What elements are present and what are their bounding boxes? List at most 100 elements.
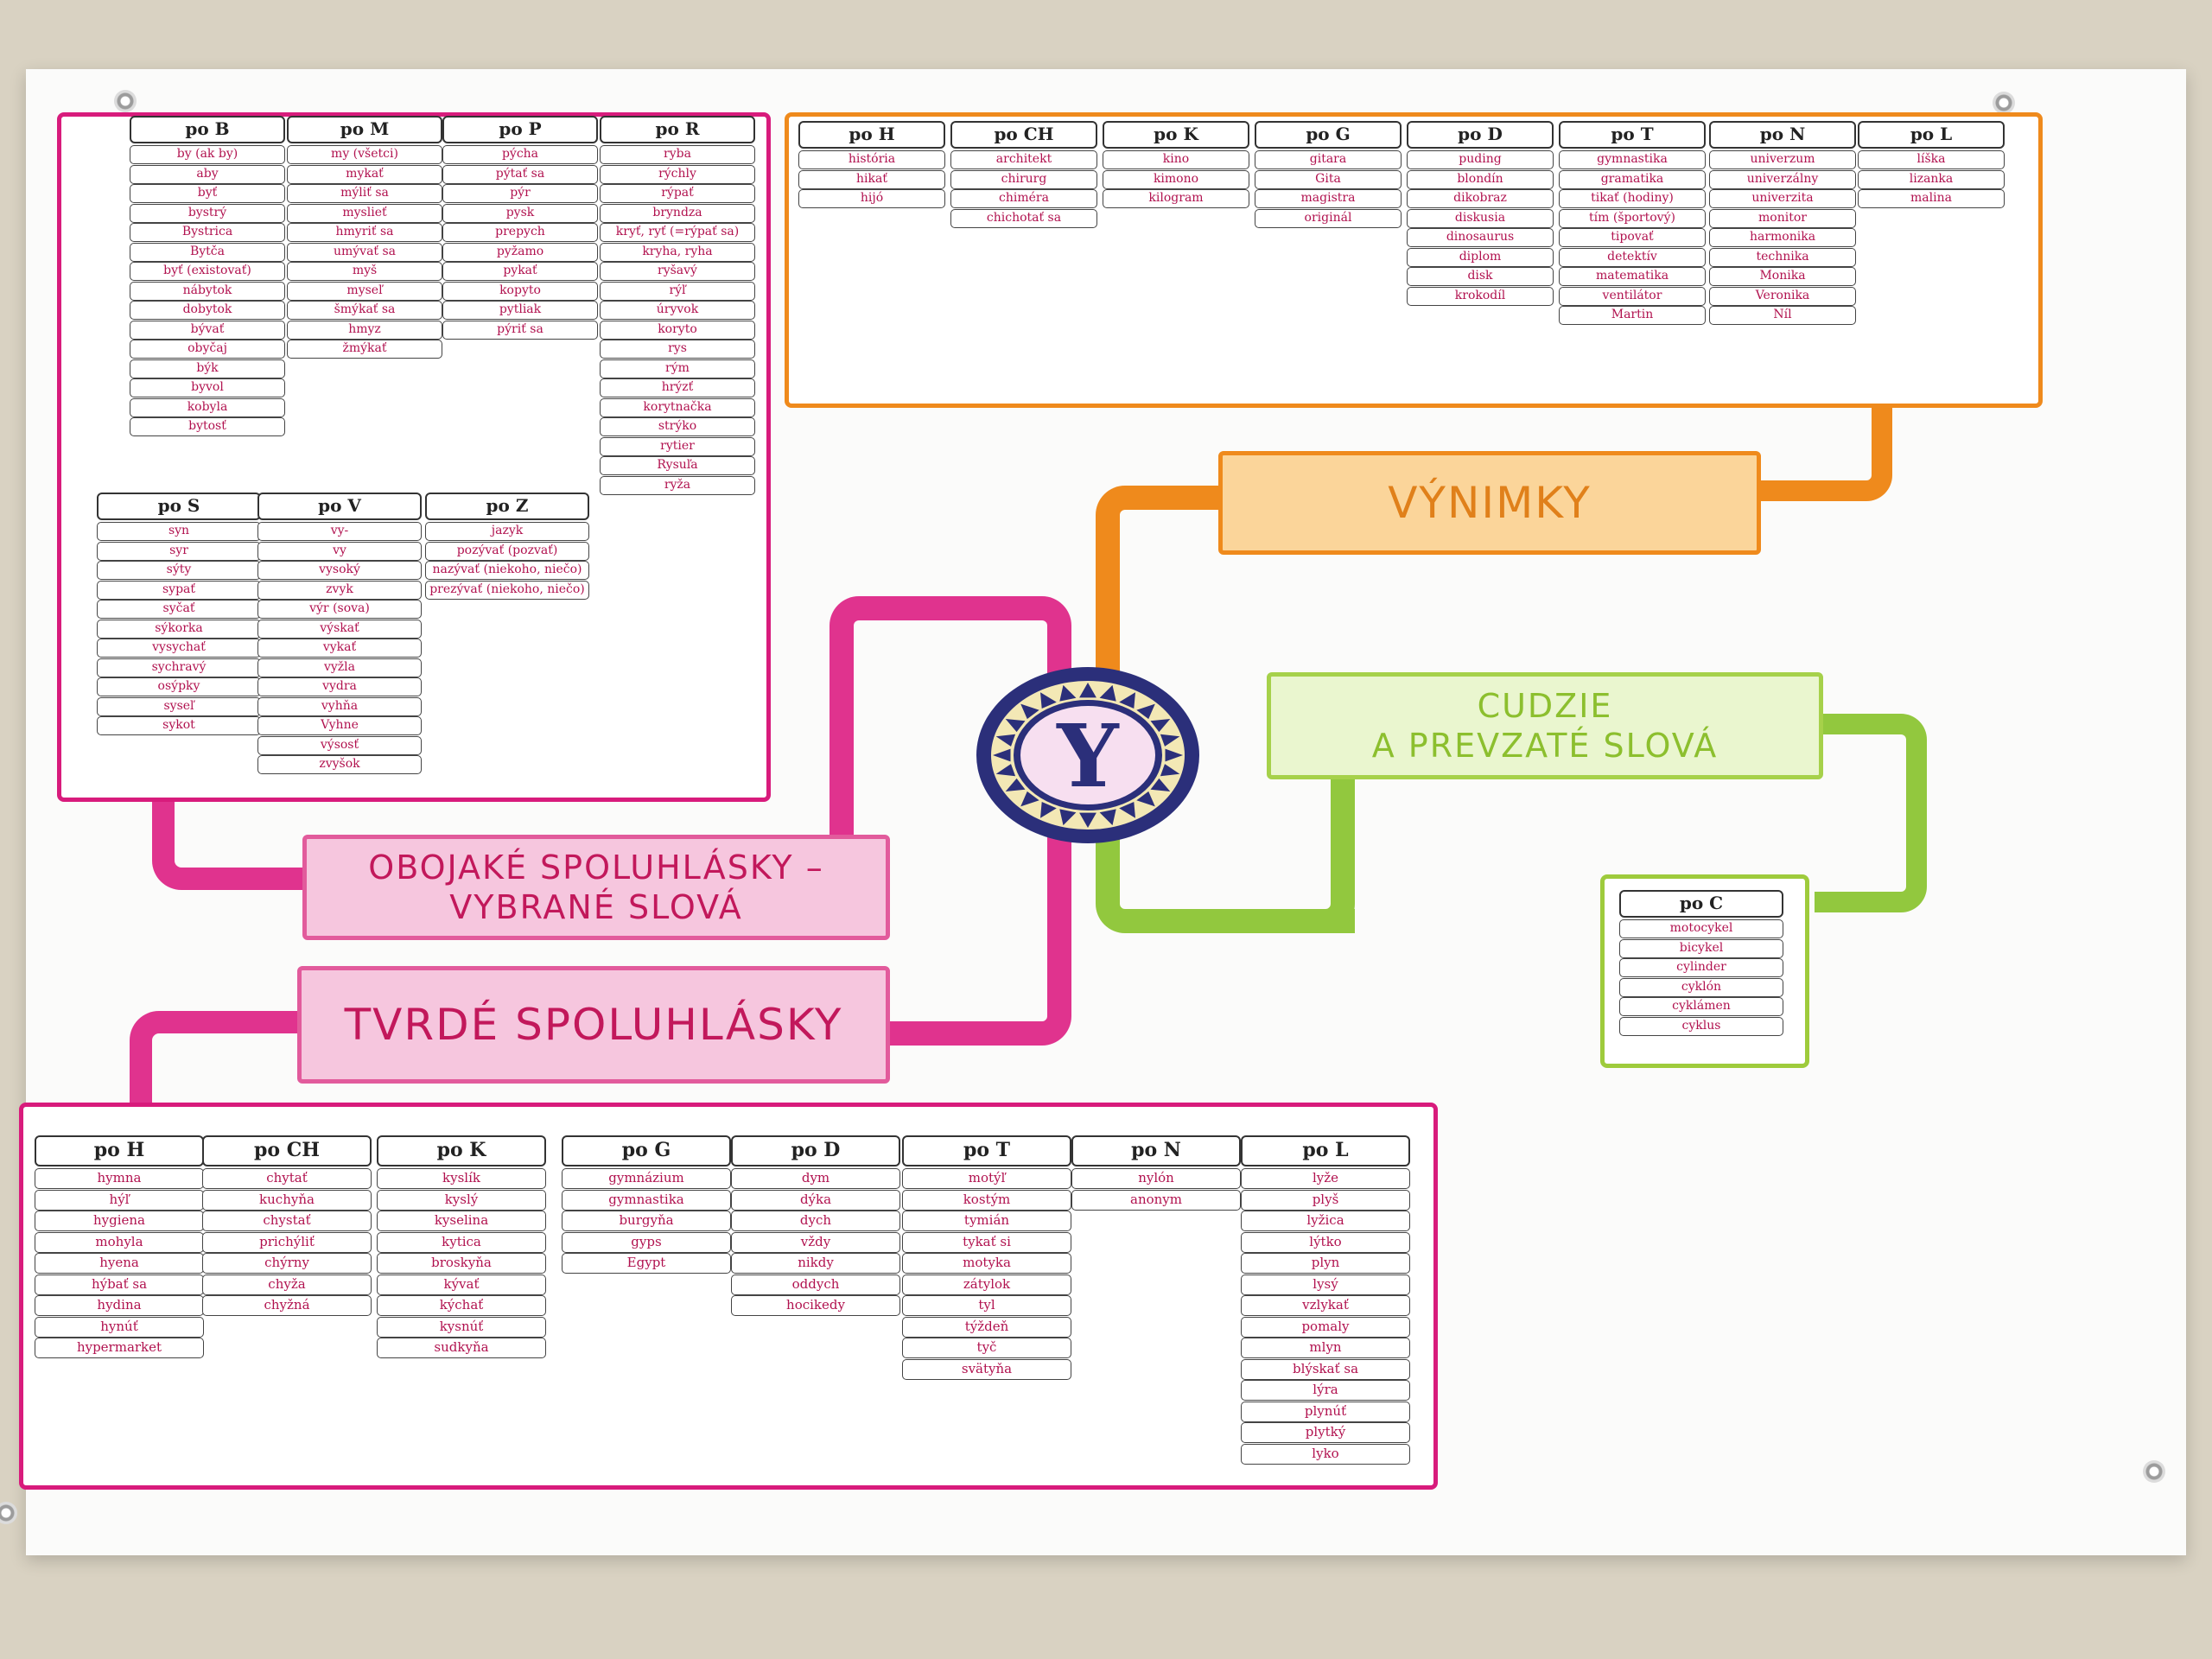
emblem-triangle (1059, 809, 1077, 826)
tvrde-word: plyš (1241, 1189, 1410, 1211)
vybrane-word: prezývať (niekoho, niečo) (425, 580, 589, 600)
vybrane-word: sykot (97, 716, 261, 735)
vybrane-word: šmýkať sa (287, 301, 442, 320)
tvrde-word: oddych (731, 1274, 900, 1295)
vynimky-word: disk (1407, 267, 1554, 286)
vynimky-word: chirurg (950, 169, 1097, 189)
vybrane-word: syr (97, 541, 261, 561)
tvrde-column-head: po T (902, 1135, 1071, 1166)
vybrane-word: pozývať (pozvať) (425, 541, 589, 561)
tvrde-word: tymián (902, 1211, 1071, 1231)
emblem-triangle (1005, 778, 1026, 791)
pink-connector-left-bottom (130, 1011, 311, 1123)
vynimky-label-text: VÝNIMKY (1388, 478, 1592, 528)
vybrane-word: kryť, ryť (=rýpať sa) (600, 223, 755, 242)
tvrde-word: vždy (731, 1231, 900, 1253)
tvrde-word: plynúť (1241, 1401, 1410, 1422)
vybrane-column-head: po R (600, 116, 755, 143)
vybrane-word: korytnačka (600, 397, 755, 417)
vybrane-word: ryža (600, 475, 755, 495)
cudzie-column-head: po C (1619, 890, 1783, 918)
vybrane-word: rytier (600, 436, 755, 456)
tvrde-word: chytať (202, 1168, 372, 1189)
tvrde-word: Egypt (562, 1253, 731, 1274)
vynimky-word: gitara (1255, 150, 1402, 169)
tvrde-word: sudkyňa (377, 1338, 546, 1358)
vybrane-word: žmýkať (287, 340, 442, 359)
vybrane-word: pýcha (442, 145, 598, 164)
vynimky-word: univerzita (1709, 189, 1856, 208)
tvrde-column-head: po K (377, 1135, 546, 1166)
orange-connector (1096, 486, 1243, 674)
vynimky-column-head: po H (798, 121, 945, 149)
vynimky-word: magistra (1255, 189, 1402, 208)
cudzie-word: cyklón (1619, 977, 1783, 997)
tvrde-word: chýrny (202, 1253, 372, 1274)
emblem-triangle (1136, 703, 1155, 720)
vybrane-word: myseľ (287, 281, 442, 301)
emblem-triangle (1119, 692, 1135, 709)
emblem-triangle (1150, 778, 1171, 791)
emblem-triangle (1136, 791, 1155, 807)
vybrane-word: dobytok (130, 301, 285, 320)
vybrane-word: pytliak (442, 301, 598, 320)
vybrane-word: nábytok (130, 281, 285, 301)
vybrane-word: ryšavý (600, 262, 755, 281)
vybrane-word: byvol (130, 378, 285, 397)
vybrane-word: koryto (600, 320, 755, 340)
vybrane-word: výskať (257, 619, 422, 639)
vybrane-word: nazývať (niekoho, niečo) (425, 561, 589, 580)
tvrde-word: burgyňa (562, 1211, 731, 1231)
vynimky-label: VÝNIMKY (1218, 451, 1761, 555)
vybrane-word: hrýzť (600, 378, 755, 397)
vynimky-word: matematika (1559, 267, 1706, 286)
vynimky-word: diskusia (1407, 208, 1554, 228)
tvrde-word: kýchať (377, 1295, 546, 1316)
vybrane-word: vydra (257, 677, 422, 696)
vybrane-word: vy (257, 541, 422, 561)
vynimky-word: ventilátor (1559, 286, 1706, 306)
vynimky-column-head: po K (1103, 121, 1249, 149)
vybrane-word: aby (130, 164, 285, 184)
vynimky-word: kino (1103, 150, 1249, 169)
vynimky-word: Monika (1709, 267, 1856, 286)
vynimky-word: chichotať sa (950, 208, 1097, 228)
vybrane-word: sýkorka (97, 619, 261, 639)
vynimky-word: puding (1407, 150, 1554, 169)
tvrde-word: blýskať sa (1241, 1358, 1410, 1380)
tvrde-word: mohyla (35, 1231, 204, 1253)
cudzie-word: cylinder (1619, 958, 1783, 977)
grommet-bottom-right (2143, 1460, 2165, 1483)
vynimky-word: univerzum (1709, 150, 1856, 169)
orange-connector-right (1737, 397, 1892, 501)
vynimky-column-head: po L (1858, 121, 2005, 149)
vybrane-word: pykať (442, 262, 598, 281)
cudzie-word: cyklámen (1619, 997, 1783, 1016)
vynimky-word: história (798, 150, 945, 169)
emblem-triangle (1079, 683, 1096, 698)
cudzie-word: motocykel (1619, 919, 1783, 938)
cudzie-word: cyklus (1619, 1016, 1783, 1036)
grommet-top-right (1993, 92, 2015, 114)
tvrde-label: TVRDÉ SPOLUHLÁSKY (297, 966, 890, 1084)
tvrde-word: lyže (1241, 1168, 1410, 1189)
cudzie-label-line2: A PREVZATÉ SLOVÁ (1371, 727, 1719, 765)
vybrane-word: my (všetci) (287, 145, 442, 164)
vybrane-word: rýľ (600, 281, 755, 301)
vybrane-word: zvyk (257, 580, 422, 600)
vybrane-word: syseľ (97, 696, 261, 716)
vynimky-word: harmonika (1709, 228, 1856, 247)
vybrane-word: bystrý (130, 203, 285, 223)
emblem-triangle (1160, 764, 1180, 777)
vybrane-word: kobyla (130, 397, 285, 417)
vynimky-word: univerzálny (1709, 169, 1856, 189)
green-connector (1096, 760, 1355, 933)
